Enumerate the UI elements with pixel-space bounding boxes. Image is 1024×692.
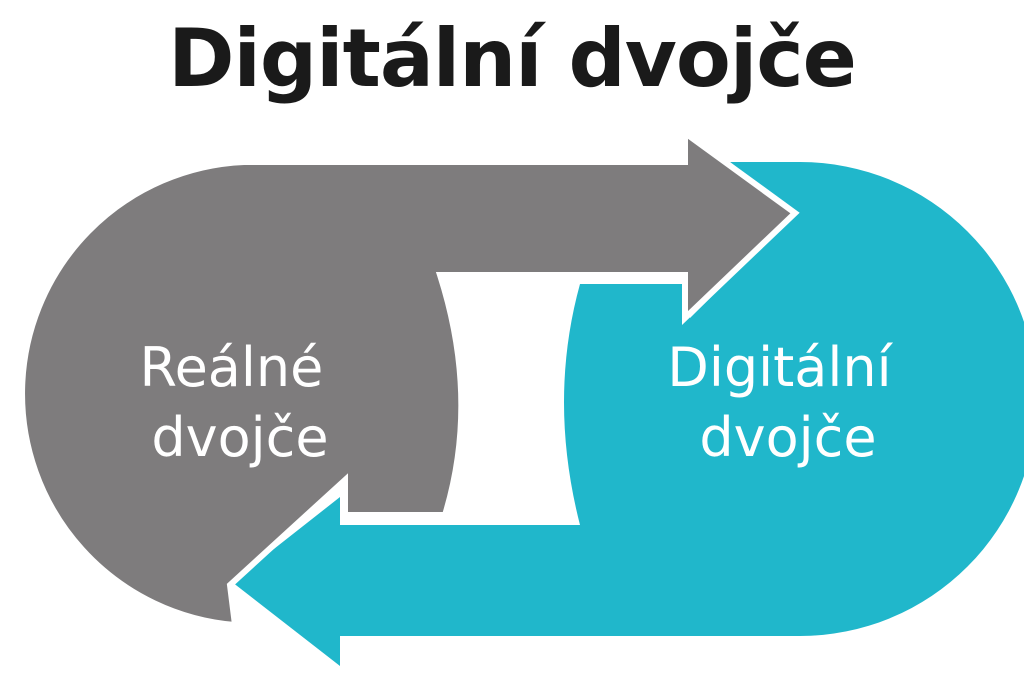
teal-arrow bbox=[232, 162, 1024, 666]
teal-lobe-shape bbox=[232, 162, 1024, 666]
left-node-label: Reálné dvojče bbox=[139, 336, 340, 469]
gray-arrow bbox=[19, 127, 800, 629]
left-node-line1: Reálné bbox=[139, 336, 323, 399]
right-node-line2: dvojče bbox=[699, 406, 876, 469]
page-title: Digitální dvojče bbox=[168, 12, 857, 105]
gray-lobe-shape bbox=[19, 127, 800, 629]
right-node-line1: Digitální bbox=[667, 336, 893, 399]
left-node-line2: dvojče bbox=[151, 406, 328, 469]
right-node-label: Digitální dvojče bbox=[667, 336, 909, 469]
